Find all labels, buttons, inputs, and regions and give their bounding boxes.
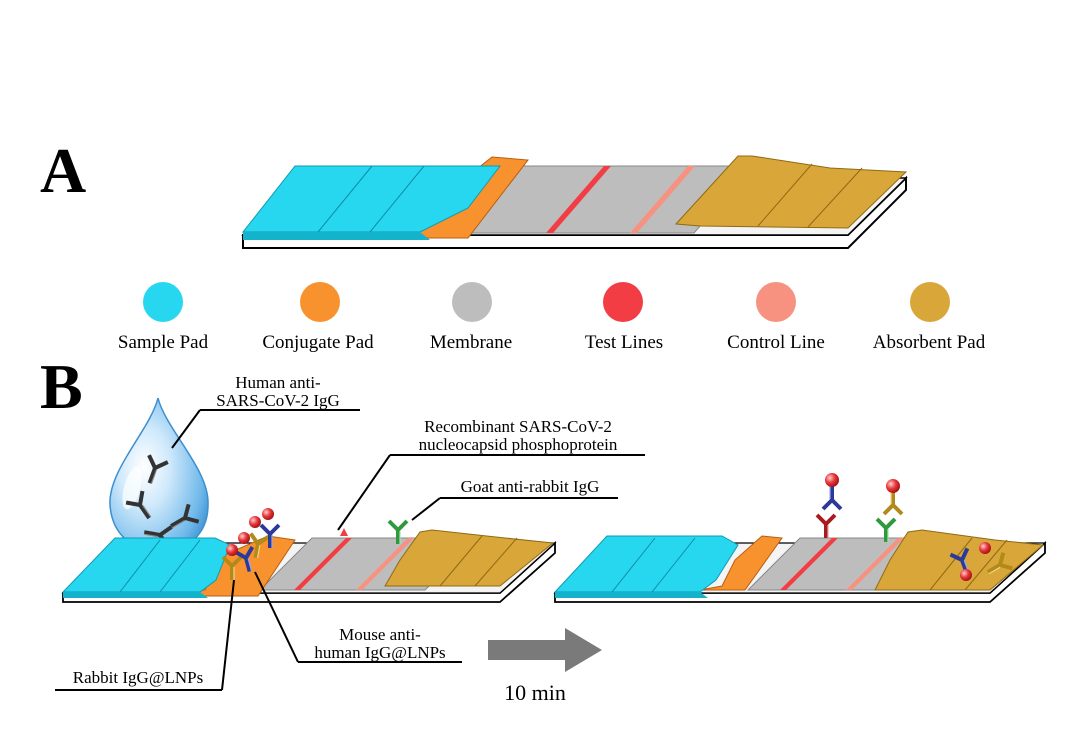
control-line-a — [630, 166, 695, 233]
legend-label-absorbent-pad: Absorbent Pad — [873, 332, 986, 353]
bound-complexes — [815, 473, 1015, 582]
callout-mouse-line2: human IgG@LNPs — [314, 643, 445, 662]
legend-swatch-conjugate-pad — [300, 282, 340, 322]
lnp-bead-icon — [249, 516, 261, 528]
sample-drop — [109, 397, 209, 553]
control-line-b-before — [356, 538, 414, 590]
lnp-bead-icon — [886, 479, 900, 493]
lnp-bead-icon — [238, 532, 250, 544]
lnp-bead-icon — [825, 473, 839, 487]
mouse-anti-human-igg-icon — [821, 484, 843, 511]
callout-recombinant: Recombinant SARS-CoV-2 nucleocapsid phos… — [337, 417, 645, 531]
lnp-bead-icon — [226, 544, 238, 556]
panel-a-letter: A — [40, 135, 86, 206]
callout-recombinant-line1: Recombinant SARS-CoV-2 — [424, 417, 612, 436]
legend-swatch-sample-pad — [143, 282, 183, 322]
test-line-b-before — [294, 538, 352, 590]
control-line-b-after — [846, 538, 904, 590]
callout-human-igg-line2: SARS-CoV-2 IgG — [216, 391, 340, 410]
legend-swatch-absorbent-pad — [910, 282, 950, 322]
legend-item-control-line: Control Line — [727, 282, 825, 353]
nucleocapsid-protein-icon — [340, 528, 348, 536]
callout-human-igg-line1: Human anti- — [235, 373, 321, 392]
lnp-bead-icon — [960, 569, 972, 581]
panel-b-letter: B — [40, 351, 83, 422]
captured-human-igg-icon — [815, 513, 837, 540]
callout-rabbit-label: Rabbit IgG@LNPs — [73, 668, 203, 687]
rabbit-igg-icon — [882, 489, 904, 516]
legend-swatch-test-lines — [603, 282, 643, 322]
callout-mouse: Mouse anti- human IgG@LNPs — [254, 571, 462, 663]
callout-rabbit: Rabbit IgG@LNPs — [55, 579, 235, 691]
callout-human-igg: Human anti- SARS-CoV-2 IgG — [171, 373, 360, 449]
test-line-a — [546, 166, 611, 233]
legend-item-membrane: Membrane — [430, 282, 512, 353]
absorbent-pad-b-before — [384, 529, 555, 587]
conjugates-left — [221, 508, 409, 582]
absorbent-pad-a — [674, 155, 908, 229]
legend: Sample Pad Conjugate Pad Membrane Test L… — [118, 282, 986, 353]
legend-label-test-lines: Test Lines — [585, 332, 663, 353]
test-strip-a — [241, 155, 908, 249]
process-arrow — [488, 628, 602, 672]
callout-goat-label: Goat anti-rabbit IgG — [461, 477, 600, 496]
conjugate-pad-b-after — [699, 535, 783, 591]
legend-swatch-control-line — [756, 282, 796, 322]
legend-label-conjugate-pad: Conjugate Pad — [262, 332, 374, 353]
callout-recombinant-line2: nucleocapsid phosphoprotein — [419, 435, 618, 454]
test-strip-b-before — [61, 529, 557, 603]
test-line-b-after — [780, 538, 838, 590]
legend-label-membrane: Membrane — [430, 332, 512, 353]
lnp-bead-icon — [979, 542, 991, 554]
legend-item-conjugate-pad: Conjugate Pad — [262, 282, 374, 353]
callout-goat: Goat anti-rabbit IgG — [411, 477, 618, 521]
legend-item-absorbent-pad: Absorbent Pad — [873, 282, 986, 353]
legend-label-sample-pad: Sample Pad — [118, 332, 209, 353]
legend-item-sample-pad: Sample Pad — [118, 282, 209, 353]
legend-item-test-lines: Test Lines — [585, 282, 663, 353]
callout-mouse-line1: Mouse anti- — [339, 625, 421, 644]
lnp-bead-icon — [262, 508, 274, 520]
sample-pad-b-after — [553, 535, 739, 593]
sample-pad-b-before — [61, 537, 231, 593]
arrow-time-label: 10 min — [504, 680, 566, 705]
legend-swatch-membrane — [452, 282, 492, 322]
legend-label-control-line: Control Line — [727, 332, 825, 353]
test-strip-b-after — [553, 529, 1047, 603]
